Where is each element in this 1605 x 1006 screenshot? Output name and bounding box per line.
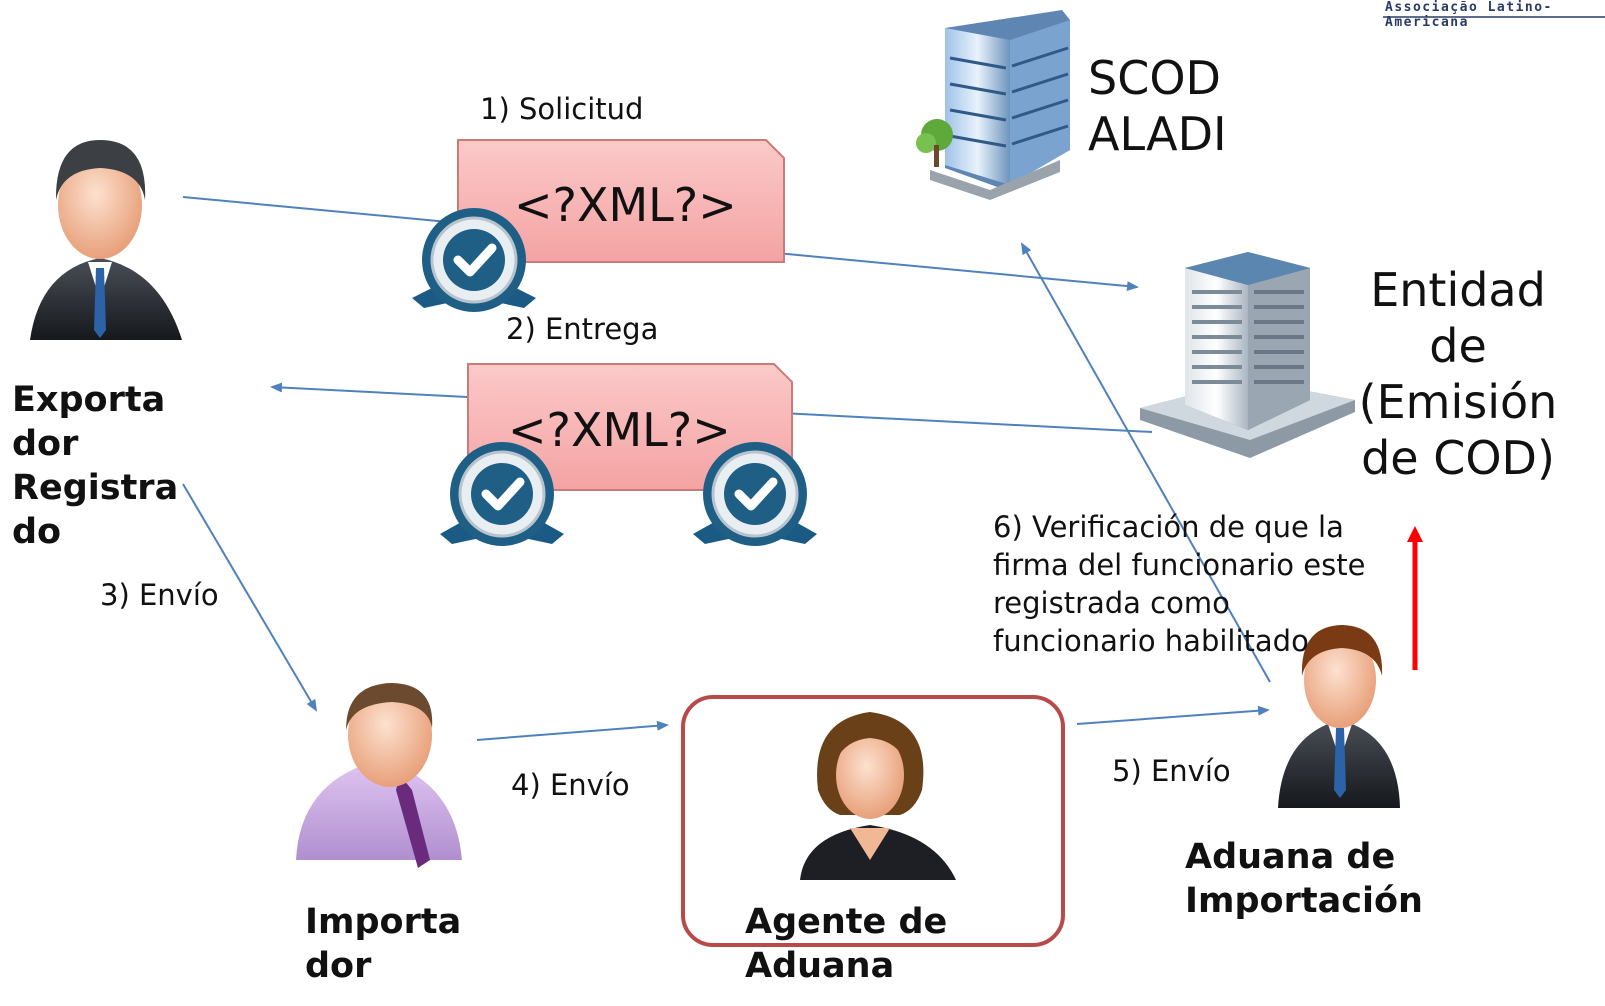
step-2-label: 2) Entrega: [506, 312, 659, 346]
xml-document-2-text[interactable]: <?XML?>: [508, 403, 731, 457]
step-5-label: 5) Envío: [1112, 754, 1231, 788]
entidad-label: Entidad de (Emisión de COD): [1358, 263, 1558, 485]
logo-text: Associação Latino-Americana: [1385, 0, 1553, 30]
step-3-label: 3) Envío: [100, 578, 219, 612]
arrow-envio-4: [476, 720, 669, 741]
agente-label: Agente de Aduana: [745, 902, 948, 986]
aduana-label: Aduana de Importación: [1185, 837, 1423, 921]
importador-person-icon: [296, 683, 462, 868]
aduana-person-icon: [1278, 625, 1400, 808]
exportador-person-icon: [30, 140, 182, 340]
step-4-label: 4) Envío: [511, 768, 630, 802]
scod-label: SCOD ALADI: [1088, 51, 1227, 161]
certificate-badge-icon: [693, 442, 817, 546]
exportador-label: Exporta dor Registra do: [12, 380, 179, 552]
agente-highlight-box: [681, 695, 1065, 947]
agente-person-icon: [800, 712, 956, 880]
step-6-label: 6) Verificación de que la firma del func…: [993, 510, 1366, 658]
importador-label: Importa dor: [305, 902, 462, 986]
arrow-envio-5: [1076, 705, 1270, 725]
scod-building-icon: [916, 10, 1070, 200]
arrow-verificacion: [1021, 242, 1271, 683]
arrow-envio-3: [182, 483, 318, 712]
certificate-badge-icon: [440, 442, 564, 546]
step-1-label: 1) Solicitud: [480, 92, 644, 126]
entidad-building-icon: [1140, 252, 1355, 458]
certificate-badge-icon: [412, 208, 536, 312]
xml-document-1-text[interactable]: <?XML?>: [514, 178, 737, 232]
